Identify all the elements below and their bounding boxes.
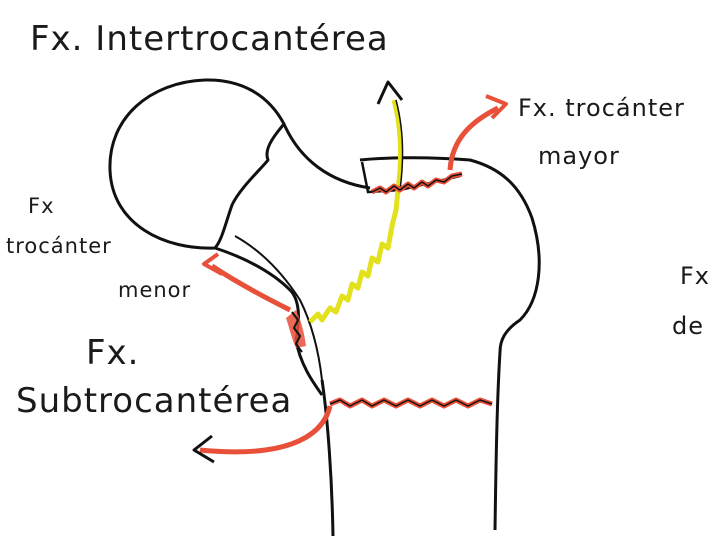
femoral-head-outline [110,80,284,248]
label-subtrocanterea-line1: Fx. [86,336,140,370]
label-cut-line1: Fx [680,264,710,288]
intertrochanteric-fracture-line [310,190,398,322]
intertrochanteric-arrowhead [378,82,402,104]
label-trocanter-menor-line2: trocánter [6,236,112,257]
label-subtrocanterea-line2: Subtrocantérea [16,384,292,418]
greater-trochanter-fracture-line [372,174,462,192]
label-cut-line2: de [672,314,704,338]
lesser-trochanter-inner [235,236,322,380]
label-trocanter-mayor-line1: Fx. trocánter [518,96,685,120]
femoral-shaft-lateral [495,352,500,530]
label-intertrocanterea: Fx. Intertrocantérea [30,22,389,56]
lesser-trochanter-arrowhead [204,254,222,274]
femoral-neck-outline [284,124,370,188]
label-trocanter-menor-line3: menor [118,280,191,301]
lesser-trochanter-outline [215,248,322,395]
greater-trochanter-outline [360,158,539,352]
label-trocanter-mayor-line2: mayor [538,144,620,168]
label-trocanter-menor-line1: Fx [28,196,55,217]
